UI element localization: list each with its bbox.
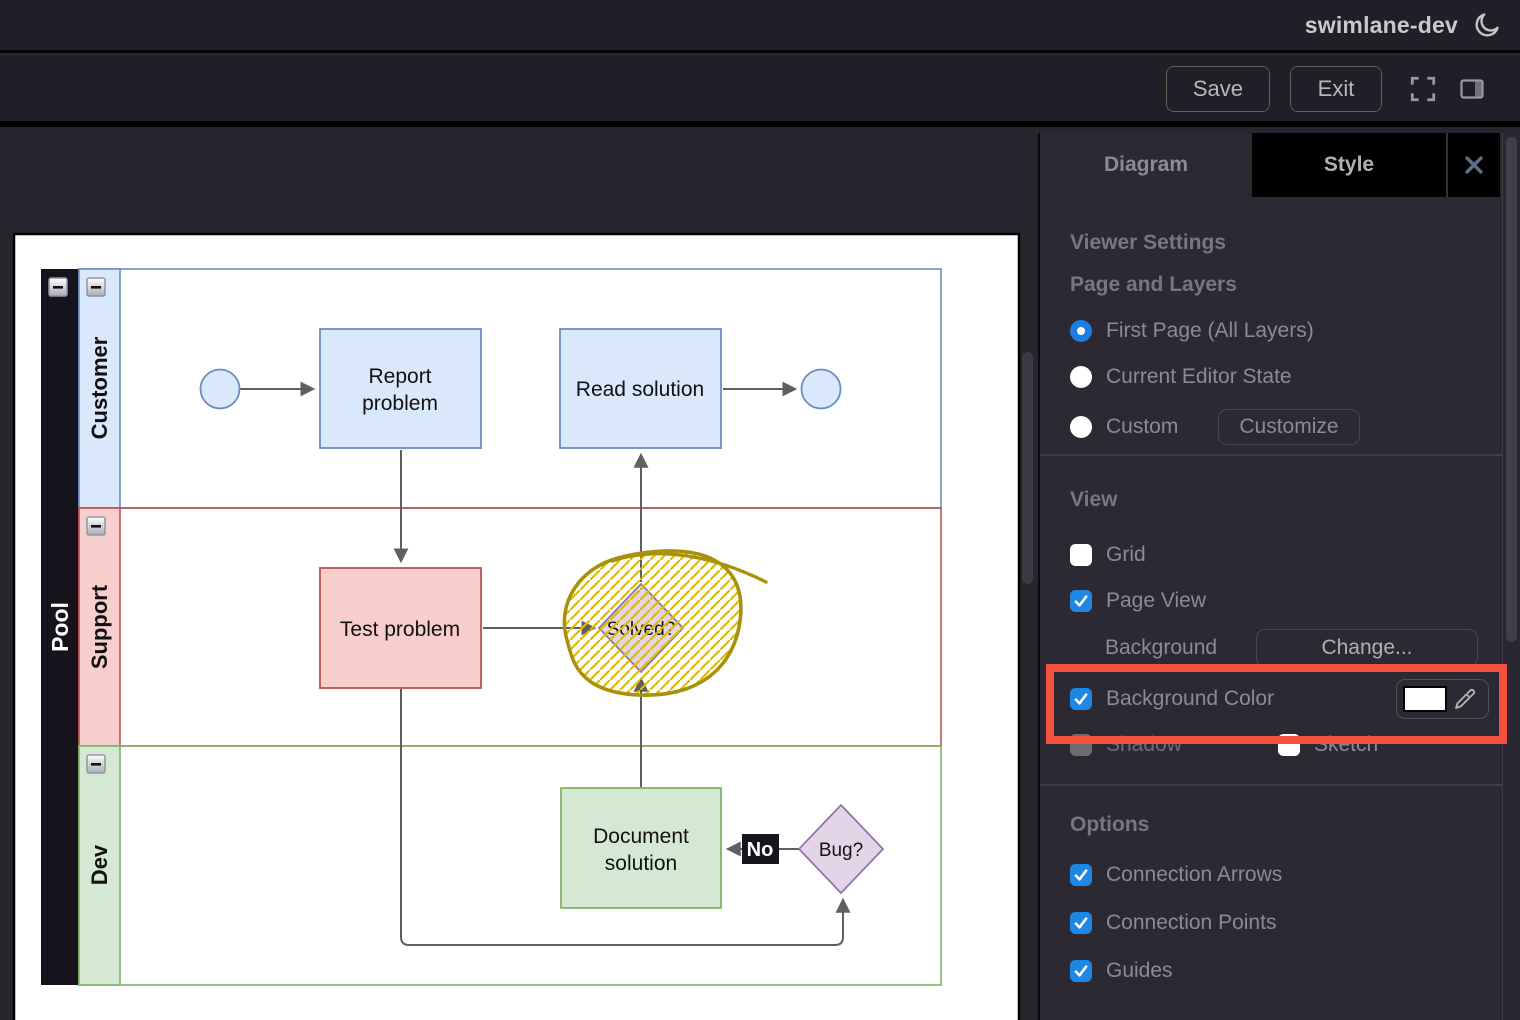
lane-support-collapse-icon[interactable] (86, 516, 106, 536)
grid-checkbox[interactable] (1070, 544, 1092, 566)
radio-custom-label: Custom (1106, 415, 1179, 438)
format-panel: Diagram Style Viewer Settings Page and L… (1038, 133, 1520, 1020)
diagram-canvas[interactable]: Pool Customer Support Dev (0, 133, 1038, 1020)
page-view-row: Page View (1070, 589, 1206, 613)
sketch-checkbox[interactable] (1278, 734, 1300, 756)
customize-button[interactable]: Customize (1218, 409, 1360, 445)
sketch-row: Sketch (1278, 733, 1378, 757)
page-title: swimlane-dev (1304, 11, 1458, 38)
edge-label-no[interactable]: No (742, 834, 779, 864)
page-view-checkbox[interactable] (1070, 590, 1092, 612)
change-background-button[interactable]: Change... (1256, 629, 1478, 667)
format-panel-toggle-icon[interactable] (1458, 75, 1486, 103)
tab-diagram[interactable]: Diagram (1103, 153, 1189, 176)
lane-customer-label: Customer (87, 336, 112, 439)
radio-current-editor-state[interactable] (1070, 366, 1092, 388)
tab-style[interactable]: Style (1252, 133, 1446, 197)
options-heading: Options (1070, 813, 1150, 836)
lane-dev-label: Dev (87, 844, 112, 885)
drawing-page[interactable] (12, 232, 1021, 1020)
radio-current-editor-state-label: Current Editor State (1106, 365, 1292, 388)
node-start-event[interactable] (199, 368, 241, 410)
viewer-settings-heading: Viewer Settings (1070, 231, 1227, 254)
freehand-highlight-sketch[interactable] (562, 549, 768, 697)
svg-text:problem: problem (362, 392, 438, 415)
background-color-checkbox[interactable] (1070, 688, 1092, 710)
pool-collapse-icon[interactable] (48, 277, 68, 297)
background-row: Background (1105, 636, 1217, 660)
connection-arrows-row: Connection Arrows (1070, 863, 1282, 887)
node-test-problem[interactable]: Test problem (319, 567, 482, 689)
radio-row-current-editor-state: Current Editor State (1070, 365, 1292, 389)
pool-label: Pool (47, 602, 73, 652)
svg-text:Bug?: Bug? (819, 840, 863, 861)
connection-points-row: Connection Points (1070, 911, 1276, 935)
background-label: Background (1105, 636, 1218, 659)
connection-arrows-checkbox[interactable] (1070, 864, 1092, 886)
section-divider (1040, 454, 1504, 456)
eyedropper-icon (1455, 688, 1476, 709)
svg-text:solution: solution (605, 852, 677, 875)
svg-text:Test problem: Test problem (340, 618, 460, 641)
view-heading: View (1070, 488, 1118, 511)
edge-test-to-bug[interactable] (400, 689, 851, 946)
shadow-checkbox[interactable] (1070, 734, 1092, 756)
grid-row: Grid (1070, 543, 1146, 567)
radio-custom[interactable] (1070, 416, 1092, 438)
connection-points-label: Connection Points (1106, 911, 1277, 934)
lane-support-label: Support (87, 584, 112, 669)
canvas-scrollbar[interactable] (1022, 352, 1033, 584)
guides-label: Guides (1106, 959, 1173, 982)
node-bug-decision[interactable]: Bug? (797, 803, 885, 895)
grid-label: Grid (1106, 543, 1146, 566)
svg-text:Read solution: Read solution (576, 378, 704, 401)
close-icon (1465, 156, 1483, 174)
background-color-label: Background Color (1106, 687, 1275, 710)
check-icon (1074, 869, 1088, 881)
node-read-solution[interactable]: Read solution (559, 328, 722, 449)
radio-first-page-label: First Page (All Layers) (1106, 319, 1314, 342)
background-color-row: Background Color (1070, 679, 1274, 719)
exit-button[interactable]: Exit (1290, 65, 1382, 112)
toolbar: Save Exit (0, 56, 1520, 127)
lane-dev-collapse-icon[interactable] (86, 754, 106, 774)
sketch-label: Sketch (1314, 733, 1379, 756)
guides-row: Guides (1070, 959, 1173, 983)
connection-points-checkbox[interactable] (1070, 912, 1092, 934)
section-divider (1040, 784, 1504, 786)
color-swatch[interactable] (1403, 686, 1447, 712)
svg-text:No: No (747, 839, 774, 861)
panel-scrollbar-thumb[interactable] (1506, 137, 1517, 642)
shadow-row: Shadow (1070, 733, 1182, 757)
title-bar: swimlane-dev (0, 0, 1520, 53)
node-document-solution[interactable]: Document solution (560, 787, 722, 909)
close-panel-button[interactable] (1446, 133, 1500, 197)
fullscreen-icon[interactable] (1408, 74, 1438, 104)
pool-header[interactable]: Pool (41, 269, 79, 985)
connection-arrows-label: Connection Arrows (1106, 863, 1283, 886)
lane-dev[interactable]: Dev (78, 745, 942, 986)
background-color-picker-button[interactable] (1396, 679, 1489, 719)
page-and-layers-heading: Page and Layers (1070, 273, 1237, 296)
svg-text:Document: Document (593, 825, 689, 848)
dark-mode-moon-icon[interactable] (1472, 10, 1502, 40)
node-end-event[interactable] (800, 368, 842, 410)
radio-row-custom: Custom Customize (1070, 409, 1360, 445)
guides-checkbox[interactable] (1070, 960, 1092, 982)
format-panel-tabs: Diagram Style (1040, 133, 1502, 197)
radio-first-page[interactable] (1070, 320, 1092, 342)
page-view-label: Page View (1106, 589, 1207, 612)
check-icon (1074, 693, 1088, 705)
shadow-label: Shadow (1106, 733, 1182, 756)
svg-text:Report: Report (368, 365, 431, 388)
lane-customer-collapse-icon[interactable] (86, 277, 106, 297)
panel-scrollbar-track[interactable] (1502, 133, 1520, 1020)
check-icon (1074, 917, 1088, 929)
radio-row-first-page: First Page (All Layers) (1070, 319, 1314, 343)
node-report-problem[interactable]: Report problem (319, 328, 482, 449)
check-icon (1074, 595, 1088, 607)
check-icon (1074, 965, 1088, 977)
save-button[interactable]: Save (1165, 65, 1270, 112)
